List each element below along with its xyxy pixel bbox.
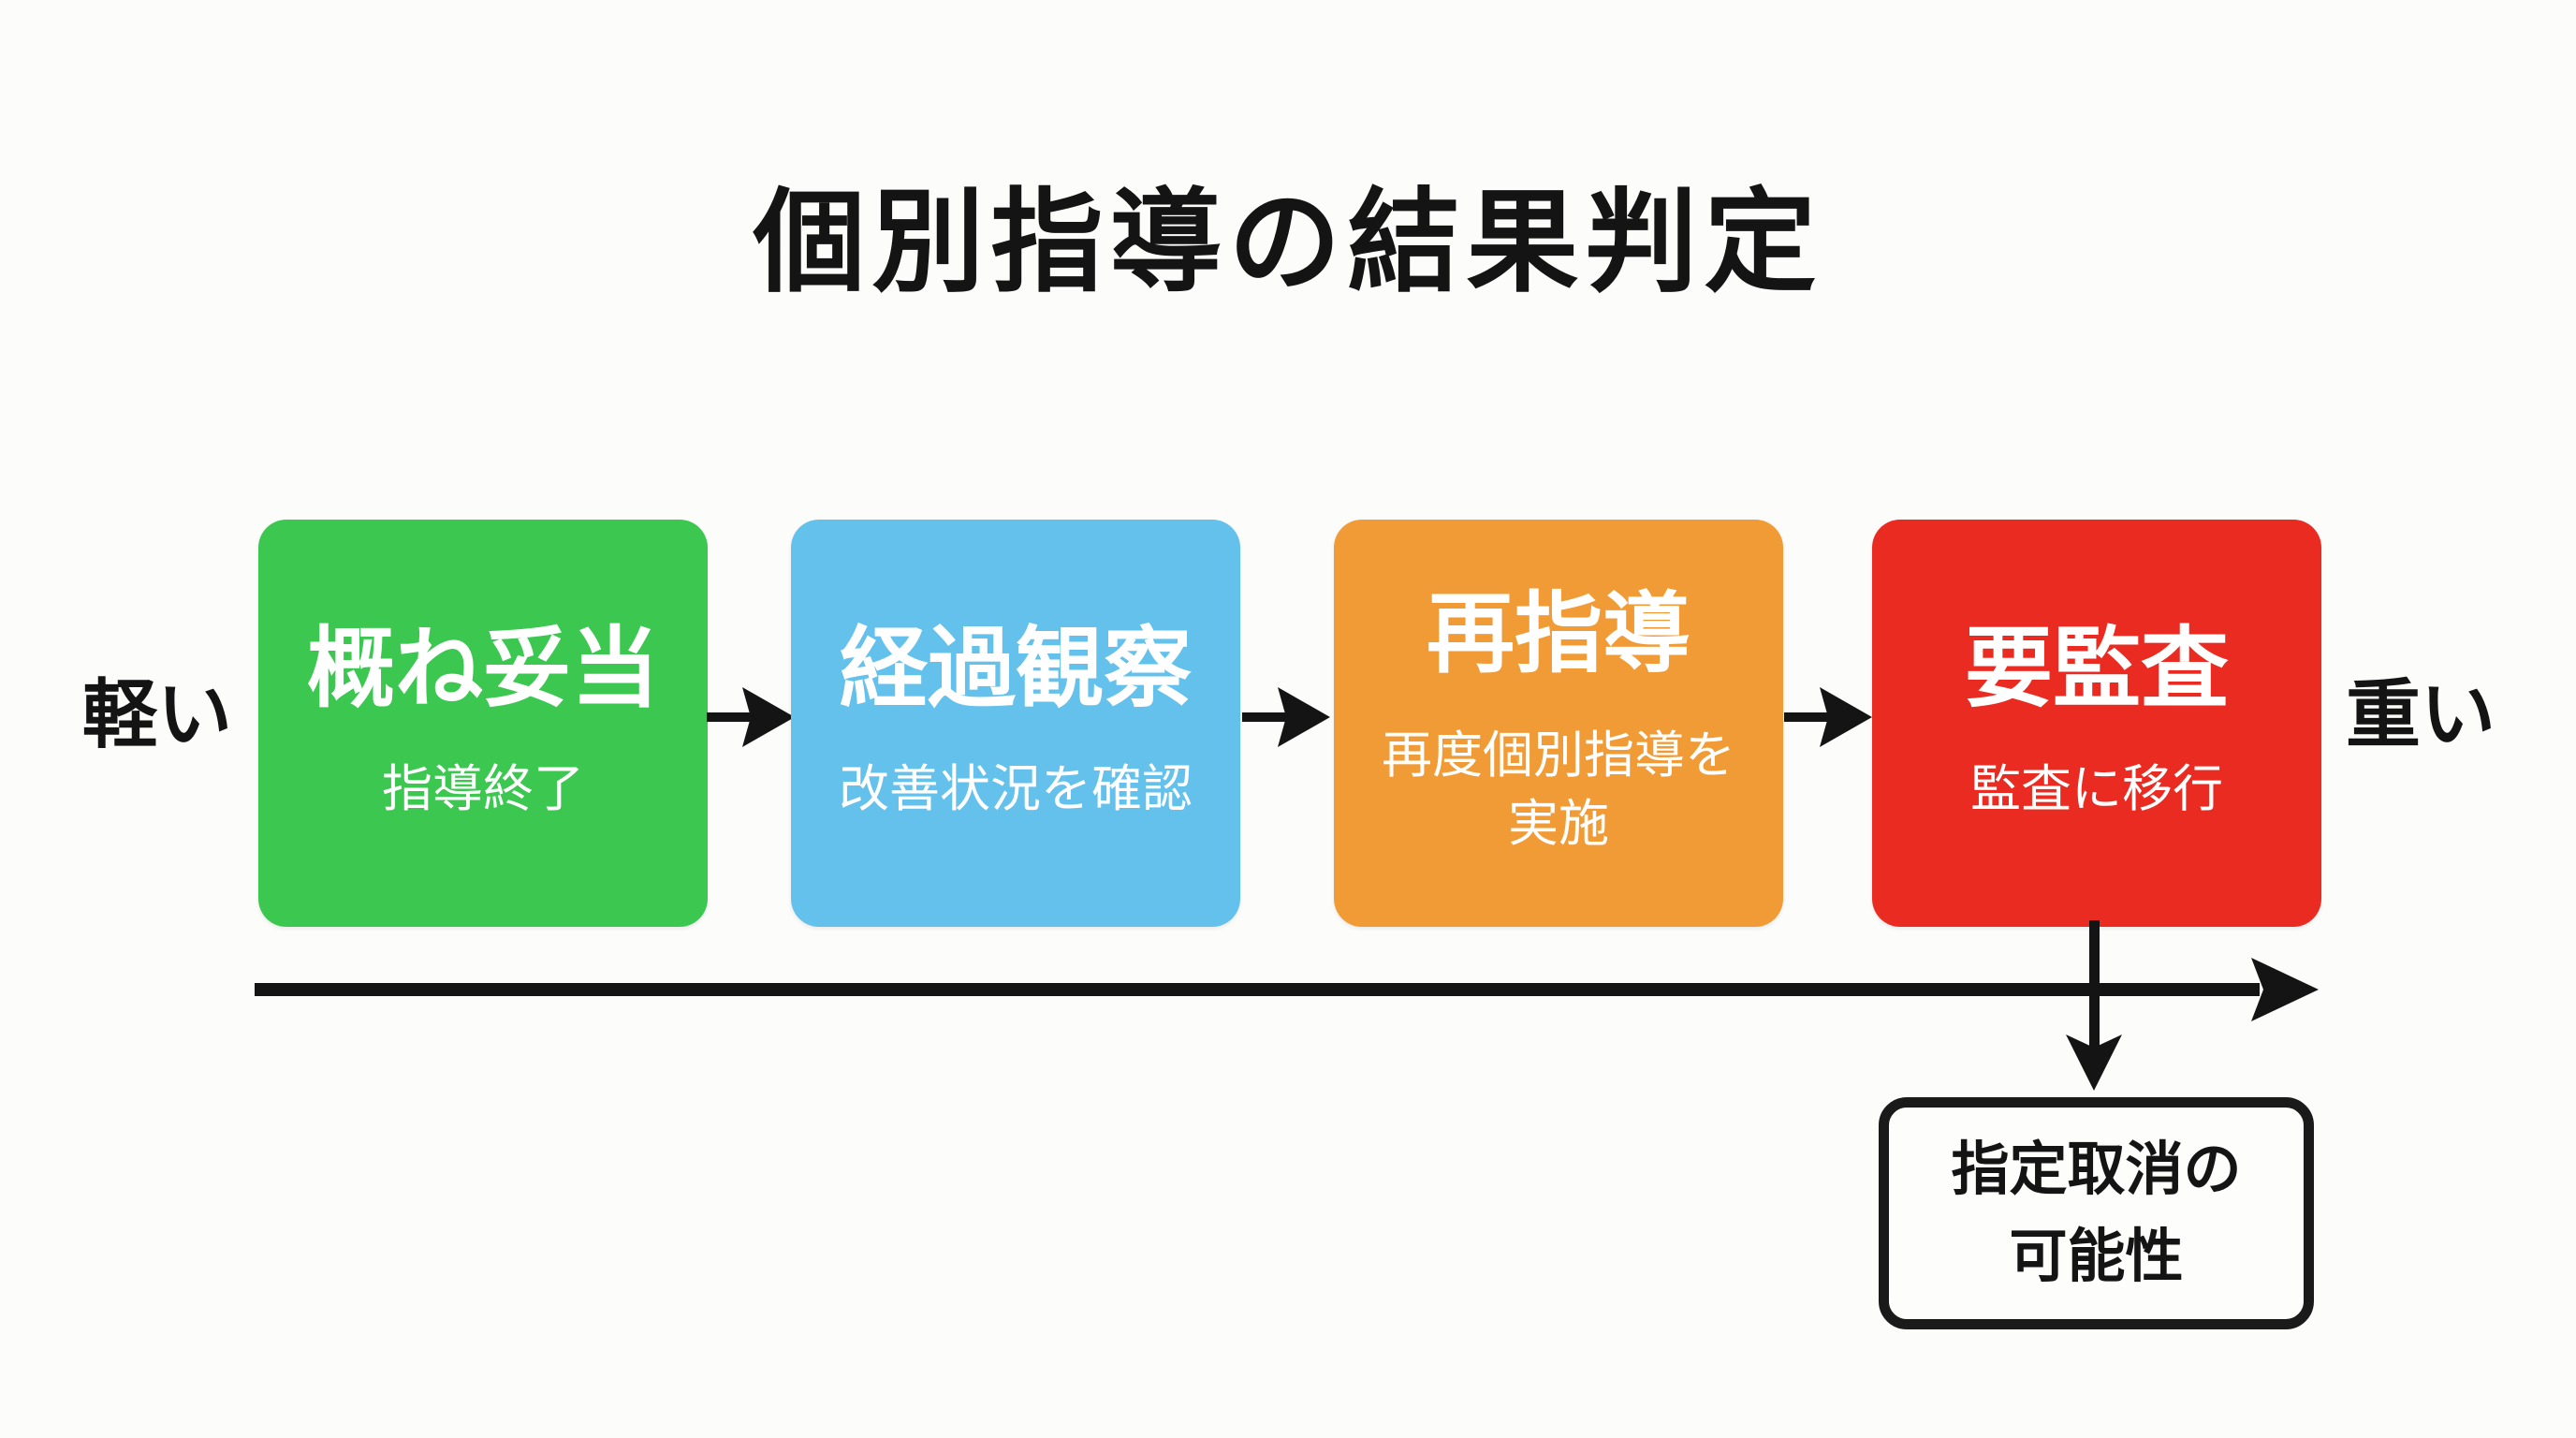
step-description: 再度個別指導を実施 [1382,726,1735,852]
right-arrow-icon [707,687,795,747]
axis-label-heavy: 重い [2346,673,2496,756]
step-title: 要監査 [1964,618,2229,717]
down-arrowhead-icon [2066,1034,2122,1091]
drop-arrow-to-outcome [2066,920,2122,1091]
right-arrow-icon [1784,687,1872,747]
outcome-text-line: 指定取消の [1951,1137,2242,1202]
step-description: 指導終了 [382,761,584,818]
severity-axis-arrow [255,958,2319,1021]
step-box-generally-appropriate: 概ね妥当 指導終了 [258,520,708,927]
drop-shaft [2089,920,2100,1048]
step-description: 監査に移行 [1970,761,2223,818]
outcome-box-designation-cancellation: 指定取消の 可能性 [1879,1097,2314,1329]
axis-arrowhead-icon [2251,958,2319,1021]
step-box-re-guidance: 再指導 再度個別指導を実施 [1334,520,1783,927]
axis-label-light: 軽い [82,673,232,756]
right-arrow-icon [1242,687,1330,747]
page-title: 個別指導の結果判定 [753,180,1823,305]
axis-shaft [255,983,2260,996]
outcome-text-line: 可能性 [2009,1225,2184,1289]
step-box-audit-required: 要監査 監査に移行 [1872,520,2321,927]
step-title: 経過観察 [839,618,1192,717]
step-description: 改善状況を確認 [839,761,1193,818]
step-title: 概ね妥当 [306,618,659,717]
step-title: 再指導 [1426,584,1690,683]
step-box-follow-up-observation: 経過観察 改善状況を確認 [791,520,1240,927]
